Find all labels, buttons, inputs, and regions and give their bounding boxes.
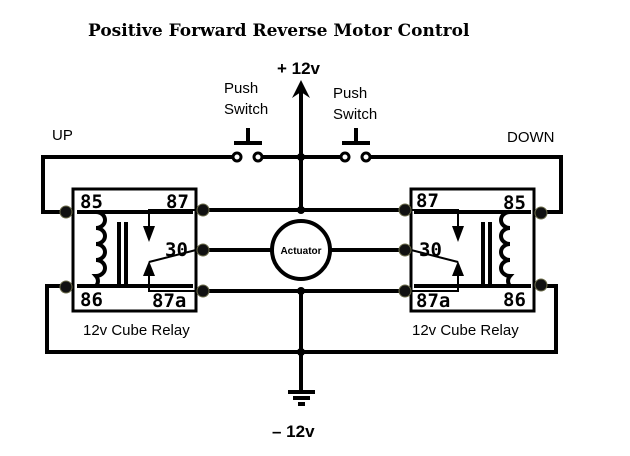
left-switch-label-line2: Switch [224,101,268,118]
right-relay-pin-87a: 87a [416,290,450,312]
left-relay-caption: 12v Cube Relay [83,322,190,339]
arrow-up-icon [292,80,310,157]
left-relay: 85 87 30 86 87a [71,187,198,313]
left-switch-label-line1: Push [224,80,258,97]
left-relay-coil-icon [78,210,128,288]
up-label: UP [52,127,73,144]
right-relay-caption: 12v Cube Relay [412,322,519,339]
terminal-dot-icon [59,203,548,298]
right-switch-label-line2: Switch [333,106,377,123]
right-relay-pin-86: 86 [503,289,526,311]
left-relay-pin-86: 86 [80,289,103,311]
left-push-switch-icon[interactable] [231,128,264,163]
junction-87 [297,206,305,214]
left-relay-pin-87a: 87a [152,290,186,312]
ground-icon [288,390,315,406]
negative-supply-label: – 12v [272,422,315,441]
right-switch-label-line1: Push [333,85,367,102]
left-relay-pin-85: 85 [80,191,103,213]
diagram-title: Positive Forward Reverse Motor Control [88,21,470,41]
down-label: DOWN [507,129,555,146]
up-control-wire [41,155,301,214]
left-relay-pin-87: 87 [166,191,189,213]
right-relay-pin-87: 87 [416,190,439,212]
right-relay: 87 85 30 86 87a [409,187,536,313]
actuator-label: Actuator [280,246,321,257]
positive-supply-label: + 12v [277,59,321,78]
right-relay-pin-85: 85 [503,192,526,214]
right-push-switch-icon[interactable] [339,128,372,163]
junction-bottom [297,348,305,356]
actuator: Actuator [270,219,332,281]
down-control-wire [301,155,563,214]
right-relay-coil-icon [481,210,531,288]
